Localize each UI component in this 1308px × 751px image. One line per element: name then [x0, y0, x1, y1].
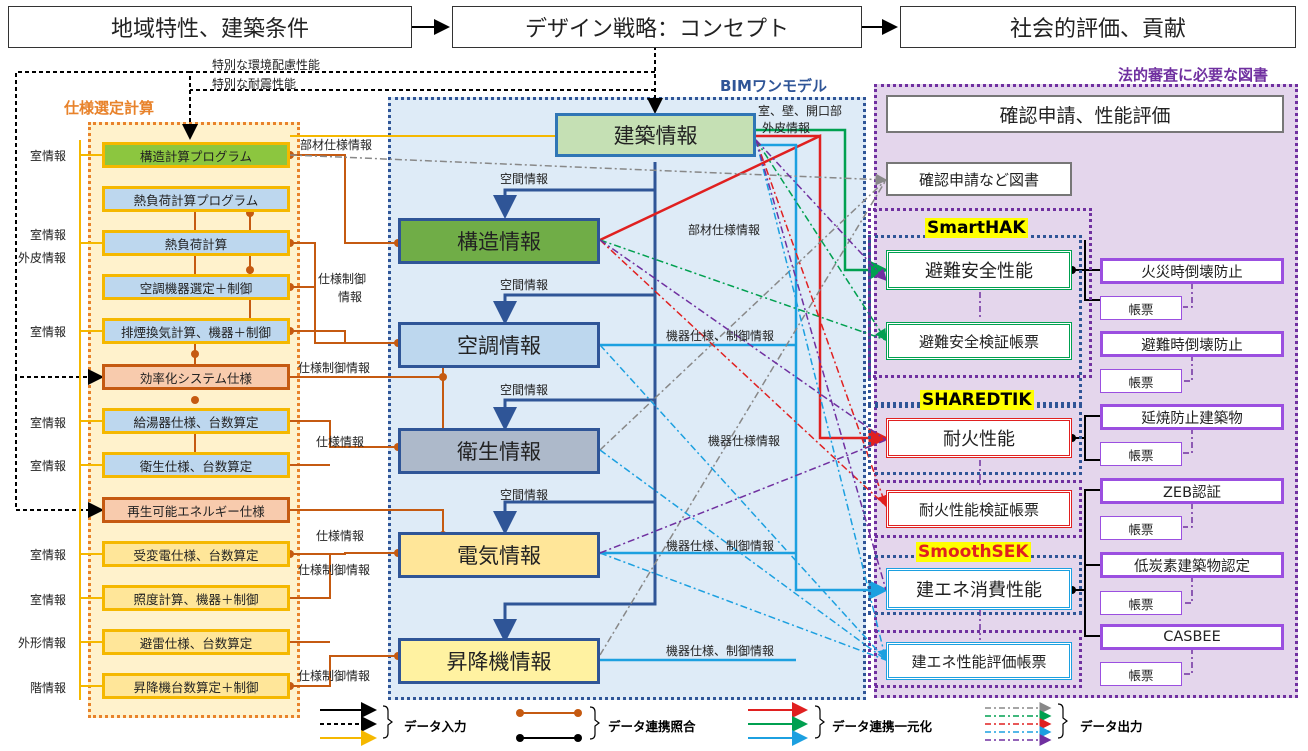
- left-label: 室情報: [30, 548, 67, 562]
- calc-substation: 受変電仕様、台数算定: [102, 541, 290, 567]
- sanitary-info: 衛生情報: [398, 428, 600, 474]
- item-low-carbon: 低炭素建築物認定: [1100, 552, 1284, 578]
- link-label: 仕様情報: [316, 529, 365, 543]
- energy-performance: 建エネ消費性能: [886, 568, 1072, 610]
- calc-sanitary: 衛生仕様、台数算定: [102, 452, 290, 478]
- link-label: 室、壁、開口部: [758, 104, 843, 118]
- item-fire-spread: 延焼防止建築物: [1100, 404, 1284, 430]
- regional-conditions-box: 地域特性、建築条件: [8, 6, 412, 48]
- link-label: 空間情報: [500, 278, 549, 292]
- smoothsek-label: SmoothSEK: [916, 542, 1031, 562]
- hvac-info: 空調情報: [398, 322, 600, 368]
- sharedtik-label: SHAREDTIK: [920, 390, 1034, 410]
- calc-smoke-ventilation: 排煙換気計算、機器＋制御: [102, 318, 290, 344]
- link-label: 仕様制御: [318, 272, 367, 286]
- calc-renewable: 再生可能エネルギー仕様: [102, 497, 290, 523]
- note-special-seismic: 特別な耐震性能: [212, 77, 297, 91]
- link-label: 部材仕様情報: [688, 223, 761, 237]
- calc-heat-load: 熱負荷計算: [102, 230, 290, 256]
- legend-input: データ入力: [404, 719, 467, 734]
- left-label: 外形情報: [18, 636, 67, 650]
- ticket: 帳票: [1100, 296, 1182, 320]
- calc-elevator: 昇降機台数算定＋制御: [102, 673, 290, 699]
- left-label: 室情報: [30, 459, 67, 473]
- item-fire-collapse: 火災時倒壊防止: [1100, 258, 1284, 284]
- link-label: 空間情報: [500, 383, 549, 397]
- legend-collate: データ連携照合: [608, 719, 696, 734]
- calc-heat-load-program: 熱負荷計算プログラム: [102, 186, 290, 212]
- link-label: 仕様制御情報: [298, 361, 371, 375]
- calc-hvac-selection: 空調機器選定＋制御: [102, 274, 290, 300]
- item-evac-collapse: 避難時倒壊防止: [1100, 331, 1284, 357]
- link-label: 外皮情報: [762, 121, 811, 135]
- link-label: 仕様制御情報: [298, 563, 371, 577]
- note-special-env: 特別な環境配慮性能: [212, 58, 321, 72]
- link-label: 空間情報: [500, 172, 549, 186]
- confirm-docs-box: 確認申請など図書: [886, 162, 1072, 196]
- architecture-info: 建築情報: [555, 113, 756, 157]
- left-label: 外皮情報: [18, 251, 67, 265]
- elevator-info: 昇降機情報: [398, 638, 600, 684]
- ticket: 帳票: [1100, 591, 1182, 615]
- spec-calc-title: 仕様選定計算: [64, 99, 155, 117]
- ticket: 帳票: [1100, 369, 1182, 393]
- bim-title: BIMワンモデル: [720, 77, 827, 95]
- evac-sheet-region: [868, 208, 1092, 378]
- evac-sheet: 避難安全検証帳票: [886, 322, 1072, 360]
- link-label: 機器仕様情報: [708, 434, 781, 448]
- calc-lighting: 照度計算、機器＋制御: [102, 585, 290, 611]
- electrical-info: 電気情報: [398, 532, 600, 578]
- link-label: 空間情報: [500, 488, 549, 502]
- link-label: 機器仕様、制御情報: [666, 329, 775, 343]
- energy-sheet-region: [868, 630, 1082, 688]
- fire-performance: 耐火性能: [886, 418, 1072, 458]
- legend-output: データ出力: [1080, 719, 1143, 734]
- item-casbee: CASBEE: [1100, 624, 1284, 650]
- calc-lightning-protection: 避雷仕様、台数算定: [102, 629, 290, 655]
- calc-structure-program: 構造計算プログラム: [102, 142, 290, 168]
- legend-unify: データ連携一元化: [832, 719, 933, 734]
- legal-title: 法的審査に必要な図書: [1118, 66, 1269, 84]
- calc-water-heater: 給湯器仕様、台数算定: [102, 408, 290, 434]
- design-strategy-box: デザイン戦略：コンセプト: [452, 6, 862, 48]
- left-label: 階情報: [30, 681, 67, 695]
- link-label: 機器仕様、制御情報: [666, 539, 775, 553]
- item-zeb: ZEB認証: [1100, 478, 1284, 504]
- link-label: 情報: [338, 290, 363, 304]
- social-evaluation-box: 社会的評価、貢献: [900, 6, 1296, 48]
- fire-sheet-region: [868, 480, 1082, 538]
- link-label: 部材仕様情報: [300, 138, 373, 152]
- ticket: 帳票: [1100, 442, 1182, 466]
- structure-info: 構造情報: [398, 218, 600, 264]
- left-label: 室情報: [30, 325, 67, 339]
- smarthak-label: SmartHAK: [925, 218, 1028, 238]
- fire-sheet: 耐火性能検証帳票: [886, 490, 1072, 528]
- calc-efficiency-system: 効率化システム仕様: [102, 364, 290, 390]
- left-label: 室情報: [30, 228, 67, 242]
- energy-sheet: 建エネ性能評価帳票: [886, 642, 1072, 680]
- ticket: 帳票: [1100, 662, 1182, 686]
- evac-performance: 避難安全性能: [886, 250, 1072, 290]
- left-label: 室情報: [30, 593, 67, 607]
- link-label: 仕様制御情報: [298, 669, 371, 683]
- link-label: 機器仕様、制御情報: [666, 644, 775, 658]
- left-label: 室情報: [30, 416, 67, 430]
- link-label: 仕様情報: [316, 435, 365, 449]
- left-label: 室情報: [30, 149, 67, 163]
- confirm-eval-box: 確認申請、性能評価: [886, 95, 1284, 133]
- ticket: 帳票: [1100, 516, 1182, 540]
